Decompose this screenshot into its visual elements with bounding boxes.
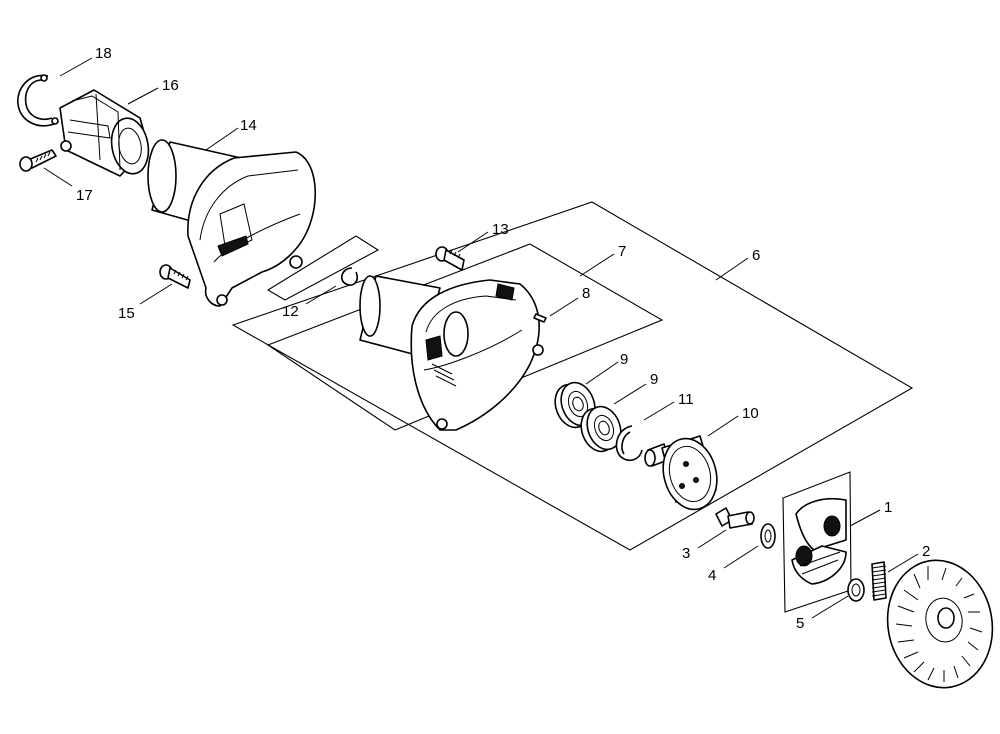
screw-part-13 [435, 246, 465, 271]
screw-part-17 [19, 149, 57, 172]
washer-part [847, 578, 865, 602]
tube-housing-part [147, 139, 316, 307]
flywheel-part [886, 559, 994, 689]
lock-washer-part [760, 523, 776, 549]
callout-16: 16 [162, 77, 179, 94]
callout-1: 1 [884, 499, 892, 516]
leader-lines [43, 57, 919, 619]
callout-17: 17 [76, 187, 93, 204]
spring-part [871, 561, 887, 601]
pin-part [533, 313, 547, 323]
callout-13: 13 [492, 221, 509, 238]
callout-5: 5 [796, 615, 804, 632]
retaining-ring-part [615, 425, 643, 462]
callout-3: 3 [682, 545, 690, 562]
callout-7: 7 [618, 243, 626, 260]
callout-6: 6 [752, 247, 760, 264]
screw-part-15 [159, 264, 191, 289]
clutch-drum-part [644, 435, 718, 511]
circlip-ring-part [17, 74, 59, 127]
callout-15: 15 [118, 305, 135, 322]
callout-9a: 9 [620, 351, 628, 368]
assembly-box-7 [266, 243, 664, 431]
small-clip-part [340, 267, 359, 286]
callout-2: 2 [922, 543, 930, 560]
assembly-box-12 [266, 235, 380, 301]
assembly-box-6 [231, 201, 914, 551]
callout-10: 10 [742, 405, 759, 422]
callout-14: 14 [240, 117, 257, 134]
callout-18: 18 [95, 45, 112, 62]
bearing-sleeve-part [59, 89, 150, 177]
shoulder-screw-part [715, 507, 755, 529]
callout-4: 4 [708, 567, 716, 584]
callout-9b: 9 [650, 371, 658, 388]
callout-8: 8 [582, 285, 590, 302]
clutch-shoes-part [791, 498, 847, 585]
callout-12: 12 [282, 303, 299, 320]
bearing-part-b [580, 405, 622, 453]
clutch-housing-part [359, 275, 544, 431]
callout-11: 11 [678, 391, 694, 408]
